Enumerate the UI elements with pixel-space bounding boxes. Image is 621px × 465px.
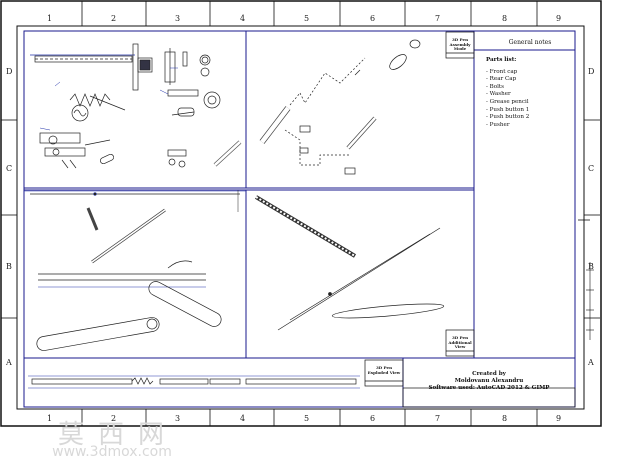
col-label-bottom-2: 2 [111, 414, 117, 423]
panel-assembly [259, 39, 421, 175]
col-label-bottom-5: 5 [304, 414, 310, 423]
col-label-bottom-4: 4 [240, 414, 246, 423]
col-label-bottom-8: 8 [502, 414, 508, 423]
credits-line3: Software used: AutoCAD 2012 & GIMP [428, 385, 550, 391]
inner-border [16, 25, 585, 410]
row-label-c: C [6, 164, 13, 173]
panel-parts-dimensions [39, 67, 178, 131]
col-label-bottom-9: 9 [556, 414, 562, 423]
parts-item: - Rear Cap [486, 76, 517, 83]
row-ticks [1, 119, 600, 319]
col-label-9: 9 [556, 14, 562, 23]
footer-bar [402, 387, 576, 408]
col-label-4: 4 [240, 14, 246, 23]
col-label-bottom-6: 6 [370, 414, 376, 423]
parts-item: - Push button 2 [486, 114, 530, 121]
col-label-3: 3 [175, 14, 181, 23]
side-scale [586, 262, 594, 340]
row-label-b-right: B [588, 262, 594, 271]
row-label-b: B [6, 262, 12, 271]
panel-side-view [36, 207, 222, 351]
col-label-7: 7 [435, 14, 441, 23]
row-label-c-right: C [588, 164, 595, 173]
col-label-bottom-3: 3 [175, 414, 181, 423]
parts-items: - Front cap - Rear Cap - Bolts - Washer … [486, 69, 529, 130]
parts-list: Parts list: - Front cap - Rear Cap - Bol… [486, 57, 529, 129]
parts-item: - Washer [486, 91, 511, 98]
row-label-a: A [6, 358, 12, 367]
col-label-1: 1 [47, 14, 53, 23]
col-label-bottom-7: 7 [435, 414, 441, 423]
exploded-title-block: 3D Pen Exploded View [365, 365, 403, 375]
col-label-bottom-1: 1 [47, 414, 53, 423]
parts-item: - Pusher [486, 121, 510, 128]
panel-parts-drawings [30, 43, 242, 169]
assembly-title-line2: Assembly Mode [449, 41, 471, 51]
title-blocks [364, 31, 475, 387]
credits-block: Created by Moldovanu Alexandru Software … [404, 371, 574, 392]
parts-item: - Bolts [486, 83, 505, 90]
row-label-d: D [6, 67, 13, 76]
parts-item: - Grease pencil [486, 98, 529, 105]
column-ticks [81, 1, 538, 426]
credits-line1: Created by [472, 371, 506, 377]
col-label-5: 5 [304, 14, 310, 23]
row-label-a-right: A [588, 358, 594, 367]
additional-title-block: 3D Pen Additional View [446, 335, 474, 350]
col-label-2: 2 [111, 14, 117, 23]
parts-item: - Push button 1 [486, 106, 530, 113]
credits-line2: Moldovanu Alexandru [454, 378, 524, 384]
exploded-view-strip [28, 375, 360, 389]
notes-title: General notes [508, 39, 552, 46]
additional-title-line2: Additional View [448, 339, 472, 349]
col-label-6: 6 [370, 14, 376, 23]
col-label-8: 8 [502, 14, 508, 23]
row-label-d-right: D [588, 67, 595, 76]
additional-title-line1: 3D Pen [452, 335, 468, 340]
exploded-title-line2: Exploded View [367, 369, 401, 375]
assembly-title-line1: 3D Pen [452, 37, 468, 42]
outer-border [0, 0, 602, 427]
watermark-url: www.3dmox.com [52, 444, 172, 460]
parts-item: - Front cap [486, 68, 518, 75]
parts-heading: Parts list: [486, 57, 517, 63]
viewport-frames [23, 30, 576, 408]
watermark-chars: 莫西网 [57, 420, 178, 450]
panel-additional-view [254, 195, 445, 331]
dimension-strip [24, 190, 246, 212]
exploded-title-line1: 3D Pen [376, 365, 392, 370]
assembly-title-block: 3D Pen Assembly Mode [446, 37, 474, 52]
